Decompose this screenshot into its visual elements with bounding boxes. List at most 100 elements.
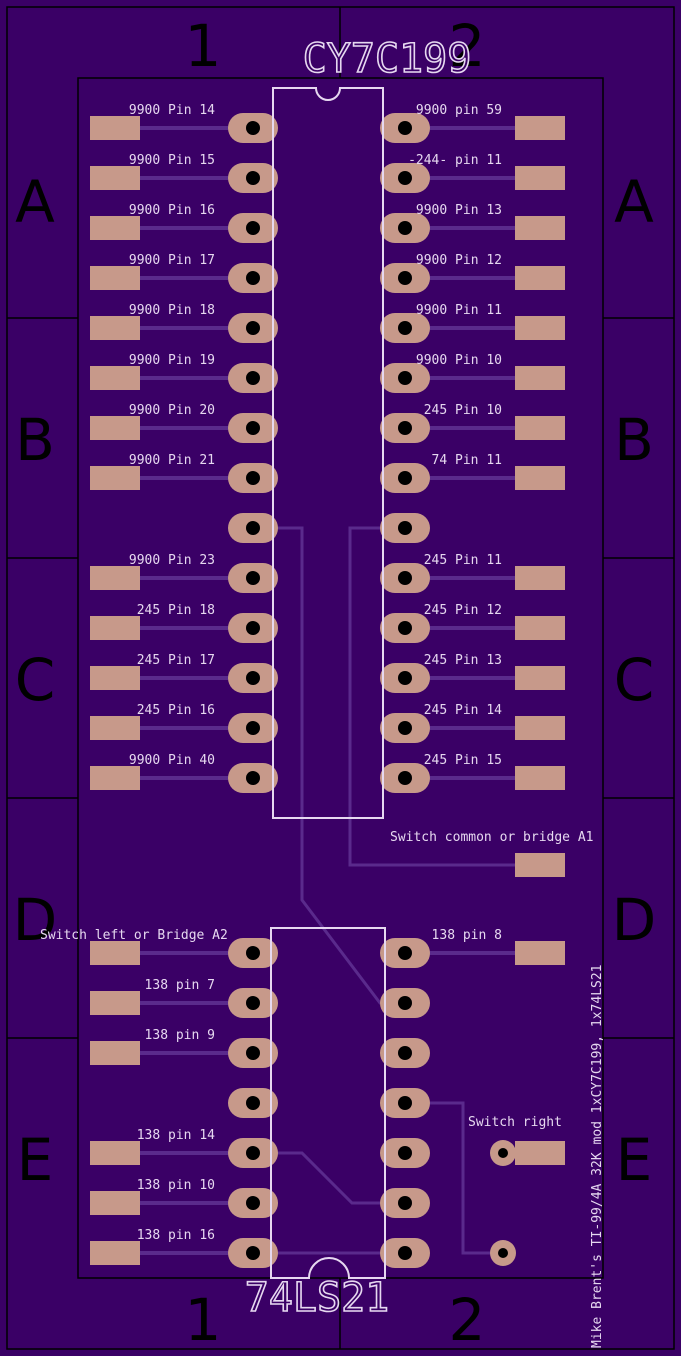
- switch-common-label: Switch common or bridge A1: [390, 830, 594, 845]
- frame-row-left-d: D: [13, 886, 58, 954]
- top-left-dip-pad-12-drill: [246, 721, 260, 735]
- frame-col-top-2: 2: [449, 12, 486, 80]
- top-right-smd-pad-13: [515, 766, 565, 790]
- bottom-left-smd-pad-5: [90, 1191, 140, 1215]
- top-right-smd-pad-0: [515, 116, 565, 140]
- bottom-right-dip-pad-3-drill: [398, 1096, 412, 1110]
- bottom-left-label-1: 138 pin 7: [145, 978, 215, 993]
- bottom-right-label-0: 138 pin 8: [432, 928, 502, 943]
- bottom-left-dip-pad-4-drill: [246, 1146, 260, 1160]
- chip-outline-cy7c199: [272, 87, 384, 819]
- top-left-dip-pad-4-drill: [246, 321, 260, 335]
- top-right-dip-pad-2-drill: [398, 221, 412, 235]
- top-left-dip-pad-7-drill: [246, 471, 260, 485]
- top-left-label-9: 9900 Pin 23: [129, 553, 215, 568]
- top-left-dip-pad-9-drill: [246, 571, 260, 585]
- bottom-left-label-2: 138 pin 9: [145, 1028, 215, 1043]
- switch-right-label: Switch right: [468, 1115, 562, 1130]
- top-right-label-1: -244- pin 11: [408, 153, 502, 168]
- top-left-smd-pad-4: [90, 316, 140, 340]
- top-right-label-12: 245 Pin 14: [424, 703, 502, 718]
- top-right-smd-pad-12: [515, 716, 565, 740]
- bottom-left-smd-pad-0: [90, 941, 140, 965]
- bottom-left-dip-pad-2-drill: [246, 1046, 260, 1060]
- switch-right-smd-pad: [515, 1141, 565, 1165]
- top-right-smd-pad-5: [515, 366, 565, 390]
- top-left-smd-pad-3: [90, 266, 140, 290]
- top-right-dip-pad-9-drill: [398, 571, 412, 585]
- top-right-dip-pad-7-drill: [398, 471, 412, 485]
- bottom-right-dip-pad-1-drill: [398, 996, 412, 1010]
- top-left-dip-pad-8-drill: [246, 521, 260, 535]
- bottom-right-dip-pad-5-drill: [398, 1196, 412, 1210]
- bottom-right-dip-pad-6-drill: [398, 1246, 412, 1260]
- top-right-label-3: 9900 Pin 12: [416, 253, 502, 268]
- top-right-dip-pad-5-drill: [398, 371, 412, 385]
- top-right-label-6: 245 Pin 10: [424, 403, 502, 418]
- frame-col-top-1: 1: [185, 12, 222, 80]
- top-left-dip-pad-2-drill: [246, 221, 260, 235]
- top-right-smd-pad-1: [515, 166, 565, 190]
- top-right-dip-pad-8-drill: [398, 521, 412, 535]
- top-right-label-0: 9900 pin 59: [416, 103, 502, 118]
- top-right-label-13: 245 Pin 15: [424, 753, 502, 768]
- top-left-label-3: 9900 Pin 17: [129, 253, 215, 268]
- board-note: Mike Brent's TI-99/4A 32K mod 1xCY7C199,…: [590, 964, 605, 1348]
- top-left-smd-pad-13: [90, 766, 140, 790]
- top-right-label-10: 245 Pin 12: [424, 603, 502, 618]
- top-left-label-10: 245 Pin 18: [137, 603, 215, 618]
- top-right-smd-pad-10: [515, 616, 565, 640]
- top-left-smd-pad-11: [90, 666, 140, 690]
- top-left-smd-pad-9: [90, 566, 140, 590]
- top-right-dip-pad-12-drill: [398, 721, 412, 735]
- bottom-left-smd-pad-4: [90, 1141, 140, 1165]
- top-left-dip-pad-0-drill: [246, 121, 260, 135]
- top-left-dip-pad-10-drill: [246, 621, 260, 635]
- top-right-dip-pad-1-drill: [398, 171, 412, 185]
- bottom-left-label-6: 138 pin 16: [137, 1228, 215, 1243]
- frame-row-right-a: A: [614, 168, 654, 236]
- top-left-smd-pad-2: [90, 216, 140, 240]
- top-right-label-9: 245 Pin 11: [424, 553, 502, 568]
- chip-outline-74ls21: [270, 927, 386, 1279]
- top-right-label-2: 9900 Pin 13: [416, 203, 502, 218]
- bottom-left-dip-pad-0-drill: [246, 946, 260, 960]
- top-left-dip-pad-1-drill: [246, 171, 260, 185]
- frame-row-left-a: A: [15, 168, 55, 236]
- top-left-smd-pad-1: [90, 166, 140, 190]
- bottom-left-label-4: 138 pin 14: [137, 1128, 215, 1143]
- pad-group: [90, 113, 565, 1268]
- top-right-smd-pad-11: [515, 666, 565, 690]
- bottom-left-dip-pad-5-drill: [246, 1196, 260, 1210]
- bottom-left-label-0: Switch left or Bridge A2: [40, 928, 228, 943]
- top-right-smd-pad-9: [515, 566, 565, 590]
- switch-common-smd-pad: [515, 853, 565, 877]
- top-right-smd-pad-7: [515, 466, 565, 490]
- switch-right-via-drill: [498, 1148, 508, 1158]
- frame-row-left-b: B: [15, 406, 55, 474]
- top-left-label-5: 9900 Pin 19: [129, 353, 215, 368]
- top-left-label-13: 9900 Pin 40: [129, 753, 215, 768]
- frame-labels: 1 2 1 2 A A B B C C D D E E: [13, 12, 657, 1354]
- top-right-label-5: 9900 Pin 10: [416, 353, 502, 368]
- bottom-left-dip-pad-1-drill: [246, 996, 260, 1010]
- top-right-dip-pad-3-drill: [398, 271, 412, 285]
- drawing-frame: [6, 6, 675, 1350]
- top-left-smd-pad-5: [90, 366, 140, 390]
- top-left-label-11: 245 Pin 17: [137, 653, 215, 668]
- bottom-left-smd-pad-1: [90, 991, 140, 1015]
- top-left-smd-pad-12: [90, 716, 140, 740]
- frame-row-right-d: D: [612, 886, 657, 954]
- chip-name-top: CY7C199: [303, 36, 472, 82]
- top-left-smd-pad-6: [90, 416, 140, 440]
- top-left-label-6: 9900 Pin 20: [129, 403, 215, 418]
- top-right-dip-pad-0-drill: [398, 121, 412, 135]
- top-right-dip-pad-4-drill: [398, 321, 412, 335]
- ground-via-drill: [498, 1248, 508, 1258]
- top-left-label-1: 9900 Pin 15: [129, 153, 215, 168]
- chip-outlines: [270, 87, 386, 1279]
- top-left-dip-pad-11-drill: [246, 671, 260, 685]
- top-left-dip-pad-3-drill: [246, 271, 260, 285]
- frame-row-left-e: E: [17, 1126, 54, 1194]
